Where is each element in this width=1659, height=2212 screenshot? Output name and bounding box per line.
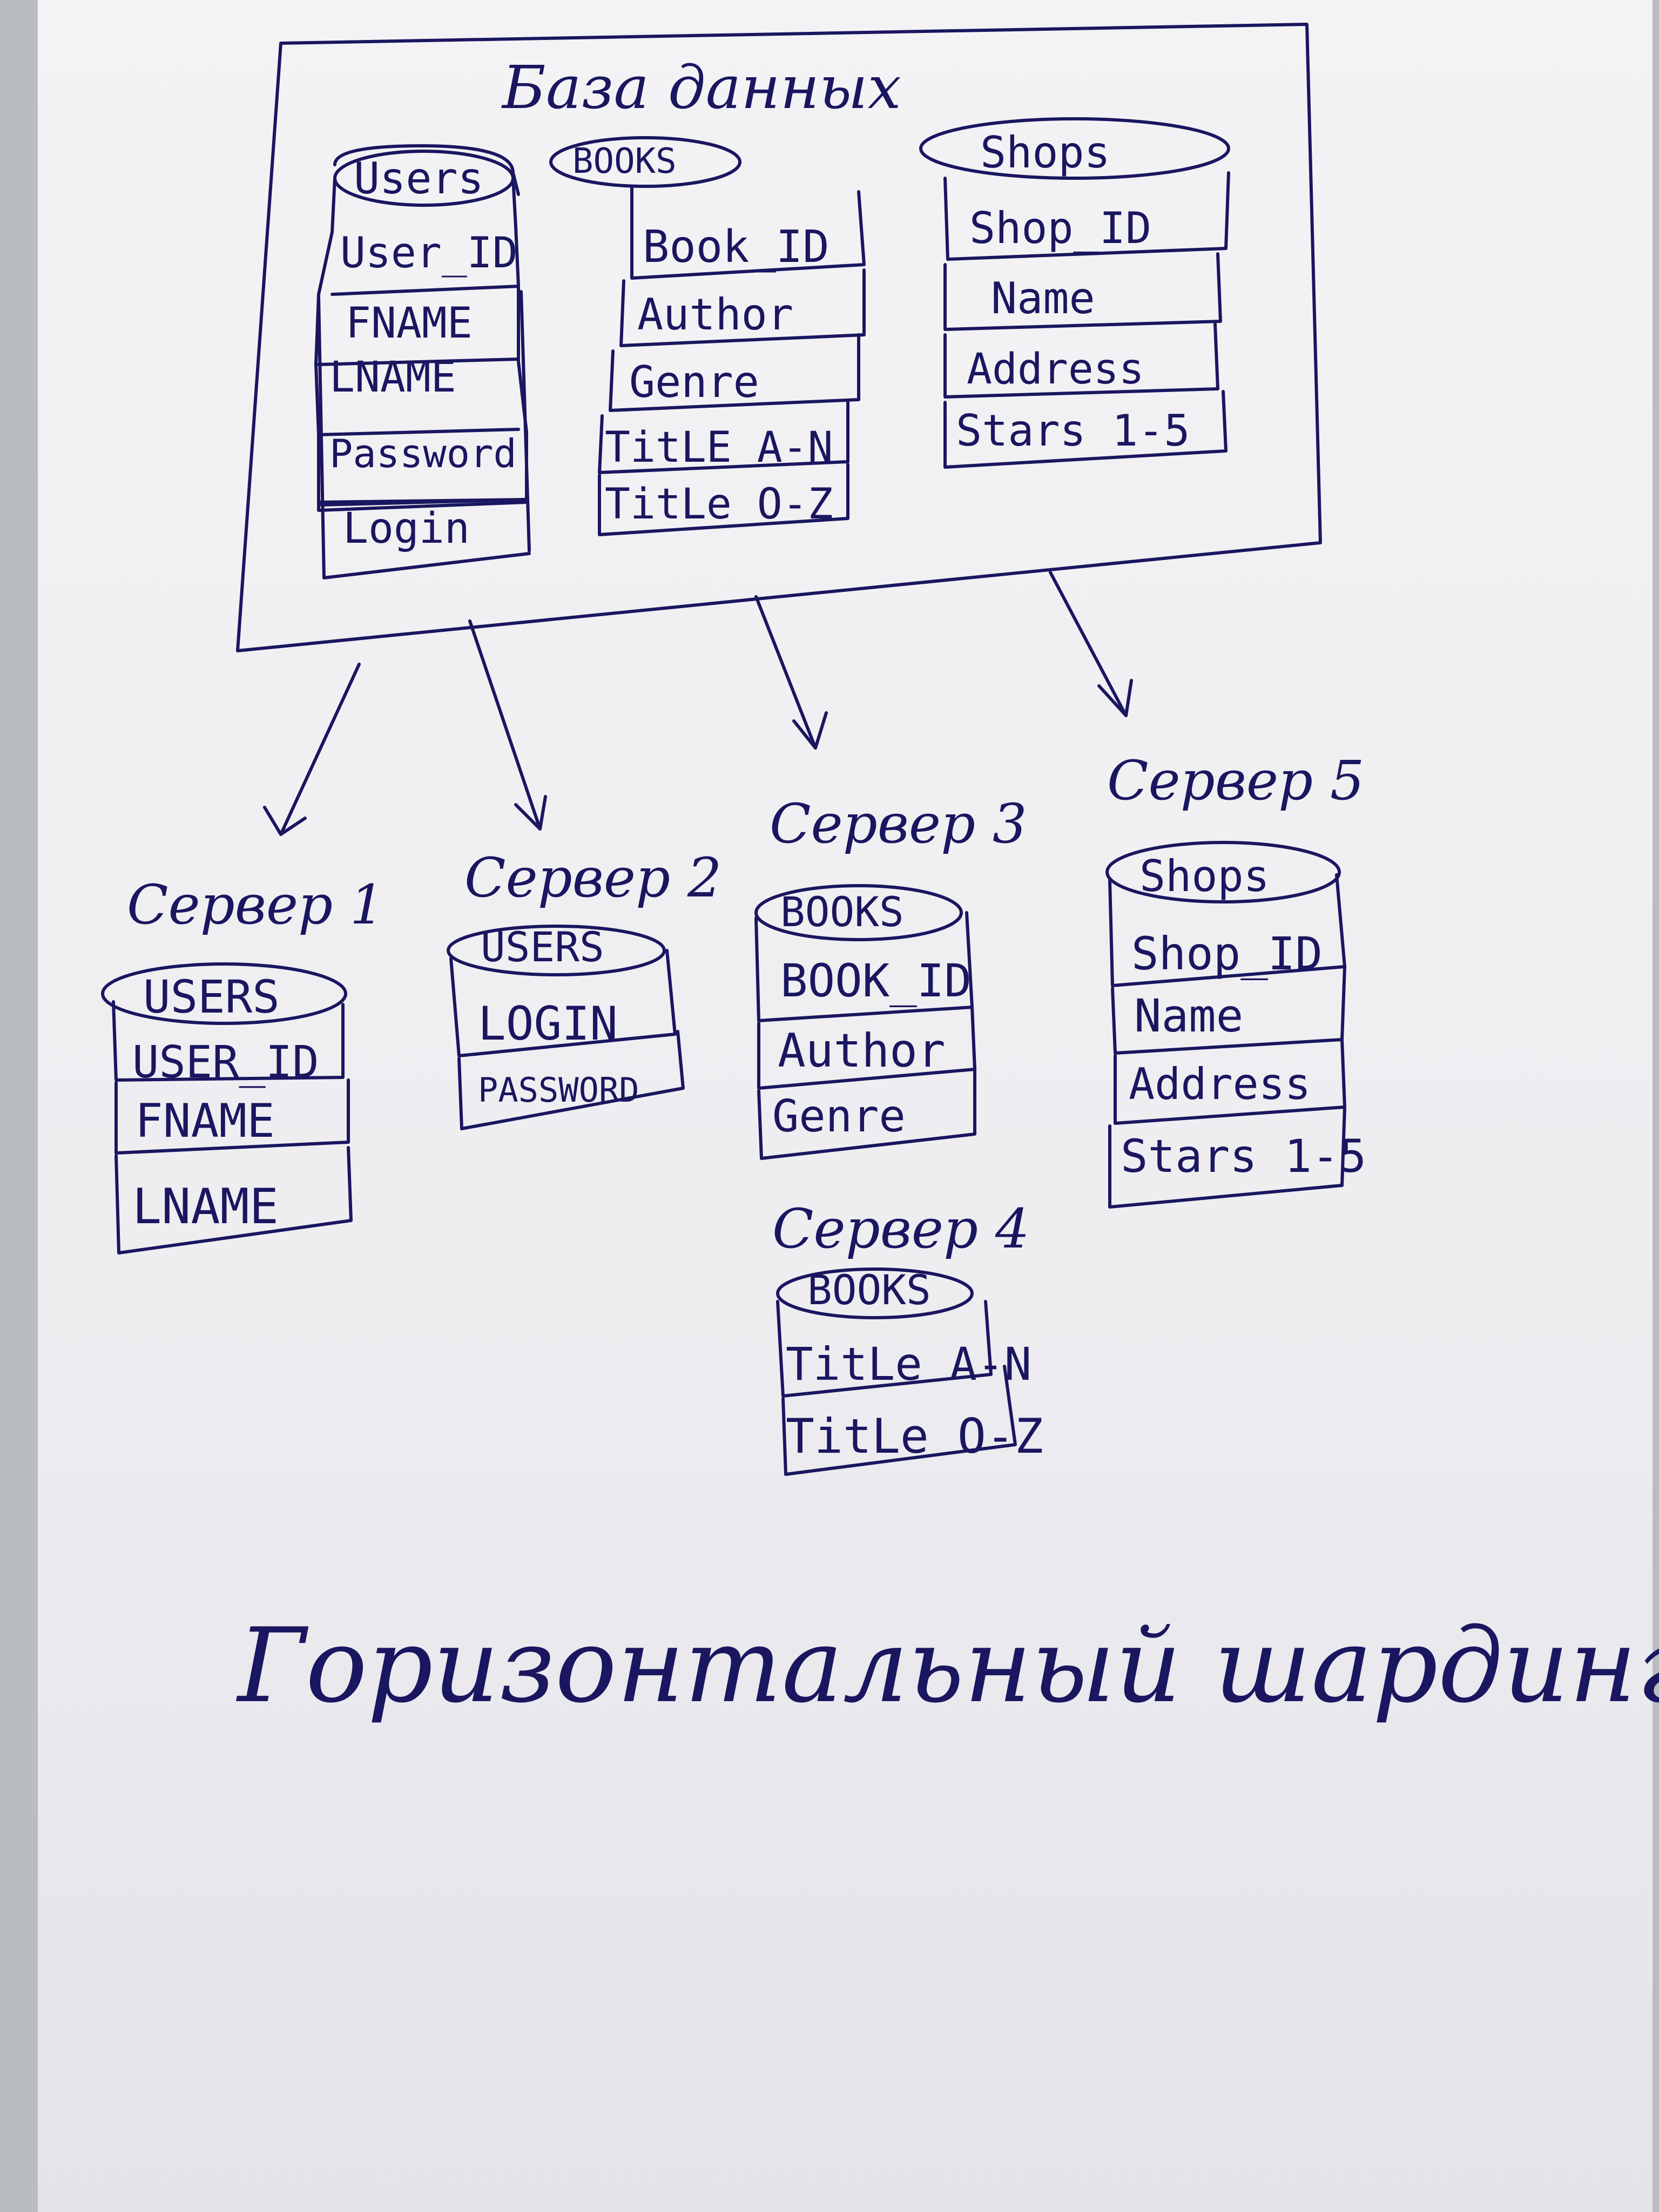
server-5: Сервер 5 Shops Shop_ID Name Address Star…: [1105, 749, 1366, 1209]
server-4: Сервер 4 BOOKS TitLe A-N TitLe O-Z: [772, 1197, 1043, 1476]
db-table-books-name: BOOKS: [572, 141, 677, 181]
db-table-users: Users User_ID FNAME LNAME Password Login: [314, 144, 531, 579]
db-table-books: BOOKS Book_ID Author Genre TitLE A-N Tit…: [549, 136, 866, 536]
db-books-field-3: Genre: [629, 357, 759, 407]
db-users-field-5: Login: [343, 504, 470, 553]
database-outline: [236, 23, 1322, 652]
server-2-label: Сервер 2: [464, 846, 722, 909]
arrow-to-server-2: [468, 619, 547, 831]
database-title: База данных: [501, 53, 901, 122]
arrow-to-server-1: [263, 663, 361, 836]
server-3-field-3: Genre: [772, 1091, 906, 1142]
server-1-table: USERS: [143, 970, 280, 1023]
server-5-field-1: Shop_ID: [1131, 927, 1323, 980]
server-5-table: Shops: [1139, 851, 1270, 901]
db-shops-field-1: Shop_ID: [969, 203, 1151, 253]
caption: Горизонтальный шардинг: [236, 1606, 1659, 1725]
db-users-field-4: Password: [329, 431, 517, 476]
server-1-field-1: USER_ID: [132, 1037, 319, 1088]
server-4-table: BOOKS: [807, 1266, 931, 1314]
db-users-field-2: FNAME: [346, 299, 473, 348]
db-shops-field-2: Name: [991, 273, 1095, 323]
server-2: Сервер 2 USERS LOGIN PASSWORD: [447, 846, 722, 1130]
db-table-users-name: Users: [354, 153, 484, 204]
server-5-label: Сервер 5: [1107, 749, 1365, 812]
server-3-table: BOOKS: [780, 888, 904, 936]
server-2-field-2: PASSWORD: [478, 1070, 639, 1110]
db-shops-field-3: Address: [967, 345, 1144, 394]
server-4-field-2: TitLe O-Z: [786, 1408, 1043, 1464]
server-4-field-1: TitLe A-N: [786, 1338, 1031, 1391]
server-5-field-3: Address: [1129, 1059, 1311, 1109]
server-1-field-2: FNAME: [135, 1094, 275, 1148]
server-5-field-2: Name: [1134, 989, 1243, 1042]
arrow-to-server-3: [754, 595, 828, 750]
server-4-label: Сервер 4: [772, 1197, 1030, 1260]
db-books-field-4: TitLE A-N: [605, 423, 833, 472]
db-shops-field-4: Stars 1-5: [956, 406, 1190, 456]
server-2-field-1: LOGIN: [478, 997, 618, 1051]
db-table-shops: Shops Shop_ID Name Address Stars 1-5: [919, 117, 1230, 469]
server-1-label: Сервер 1: [127, 873, 385, 936]
db-users-field-1: User_ID: [340, 229, 518, 278]
server-3-label: Сервер 3: [770, 792, 1027, 855]
arrow-to-server-5: [1049, 571, 1133, 717]
server-5-field-4: Stars 1-5: [1121, 1130, 1366, 1183]
server-3: Сервер 3 BOOKS BOOK_ID Author Genre: [754, 792, 1027, 1160]
server-3-field-2: Author: [778, 1024, 946, 1078]
db-books-field-1: Book_ID: [643, 221, 830, 273]
db-books-field-5: TitLe O-Z: [605, 480, 833, 529]
server-3-field-1: BOOK_ID: [780, 954, 972, 1007]
db-table-shops-name: Shops: [980, 127, 1110, 178]
db-users-field-3: LNAME: [329, 353, 456, 402]
server-1: Сервер 1 USERS USER_ID FNAME LNAME: [101, 873, 385, 1255]
server-2-table: USERS: [481, 923, 604, 971]
paper-sheet: [38, 0, 1653, 2212]
server-1-field-3: LNAME: [132, 1178, 279, 1235]
db-books-field-2: Author: [637, 289, 793, 340]
